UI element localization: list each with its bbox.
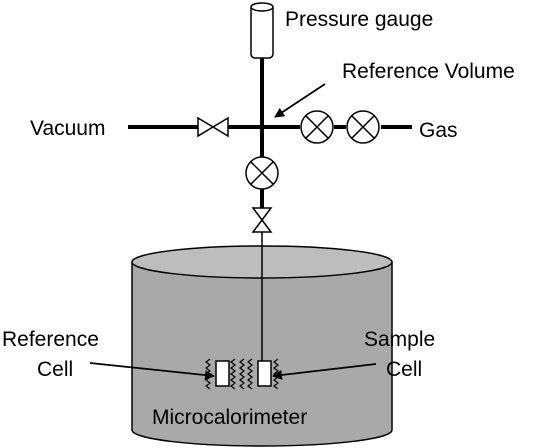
sample-cell [257,360,272,387]
gas-label: Gas [419,119,458,142]
reference-cell [215,360,230,387]
vacuum-label: Vacuum [30,117,105,140]
gas-valve-1-icon [300,110,334,144]
pressure-gauge-label: Pressure gauge [285,8,433,31]
sample-cell-arrow [272,363,377,380]
gauge-top [250,2,274,12]
sample-cell-label-line1: Sample [364,328,435,351]
reference-volume-valve-icon [245,156,279,190]
sample-cell-label-line2: Cell [386,358,422,381]
reference-volume-label: Reference Volume [342,60,515,83]
reference-cell-label-line2: Cell [37,358,73,381]
pressure-gauge [250,2,274,59]
microcalorimeter-label: Microcalorimeter [152,406,307,429]
reference-cell-label-line1: Reference [2,328,99,351]
vacuum-valve-icon [197,116,229,138]
reference-cell-arrow [89,362,215,381]
reference-volume-arrow [274,83,326,118]
gas-valve-2-icon [346,110,380,144]
gauge-body [250,3,274,59]
isolation-valve-icon [251,207,273,233]
